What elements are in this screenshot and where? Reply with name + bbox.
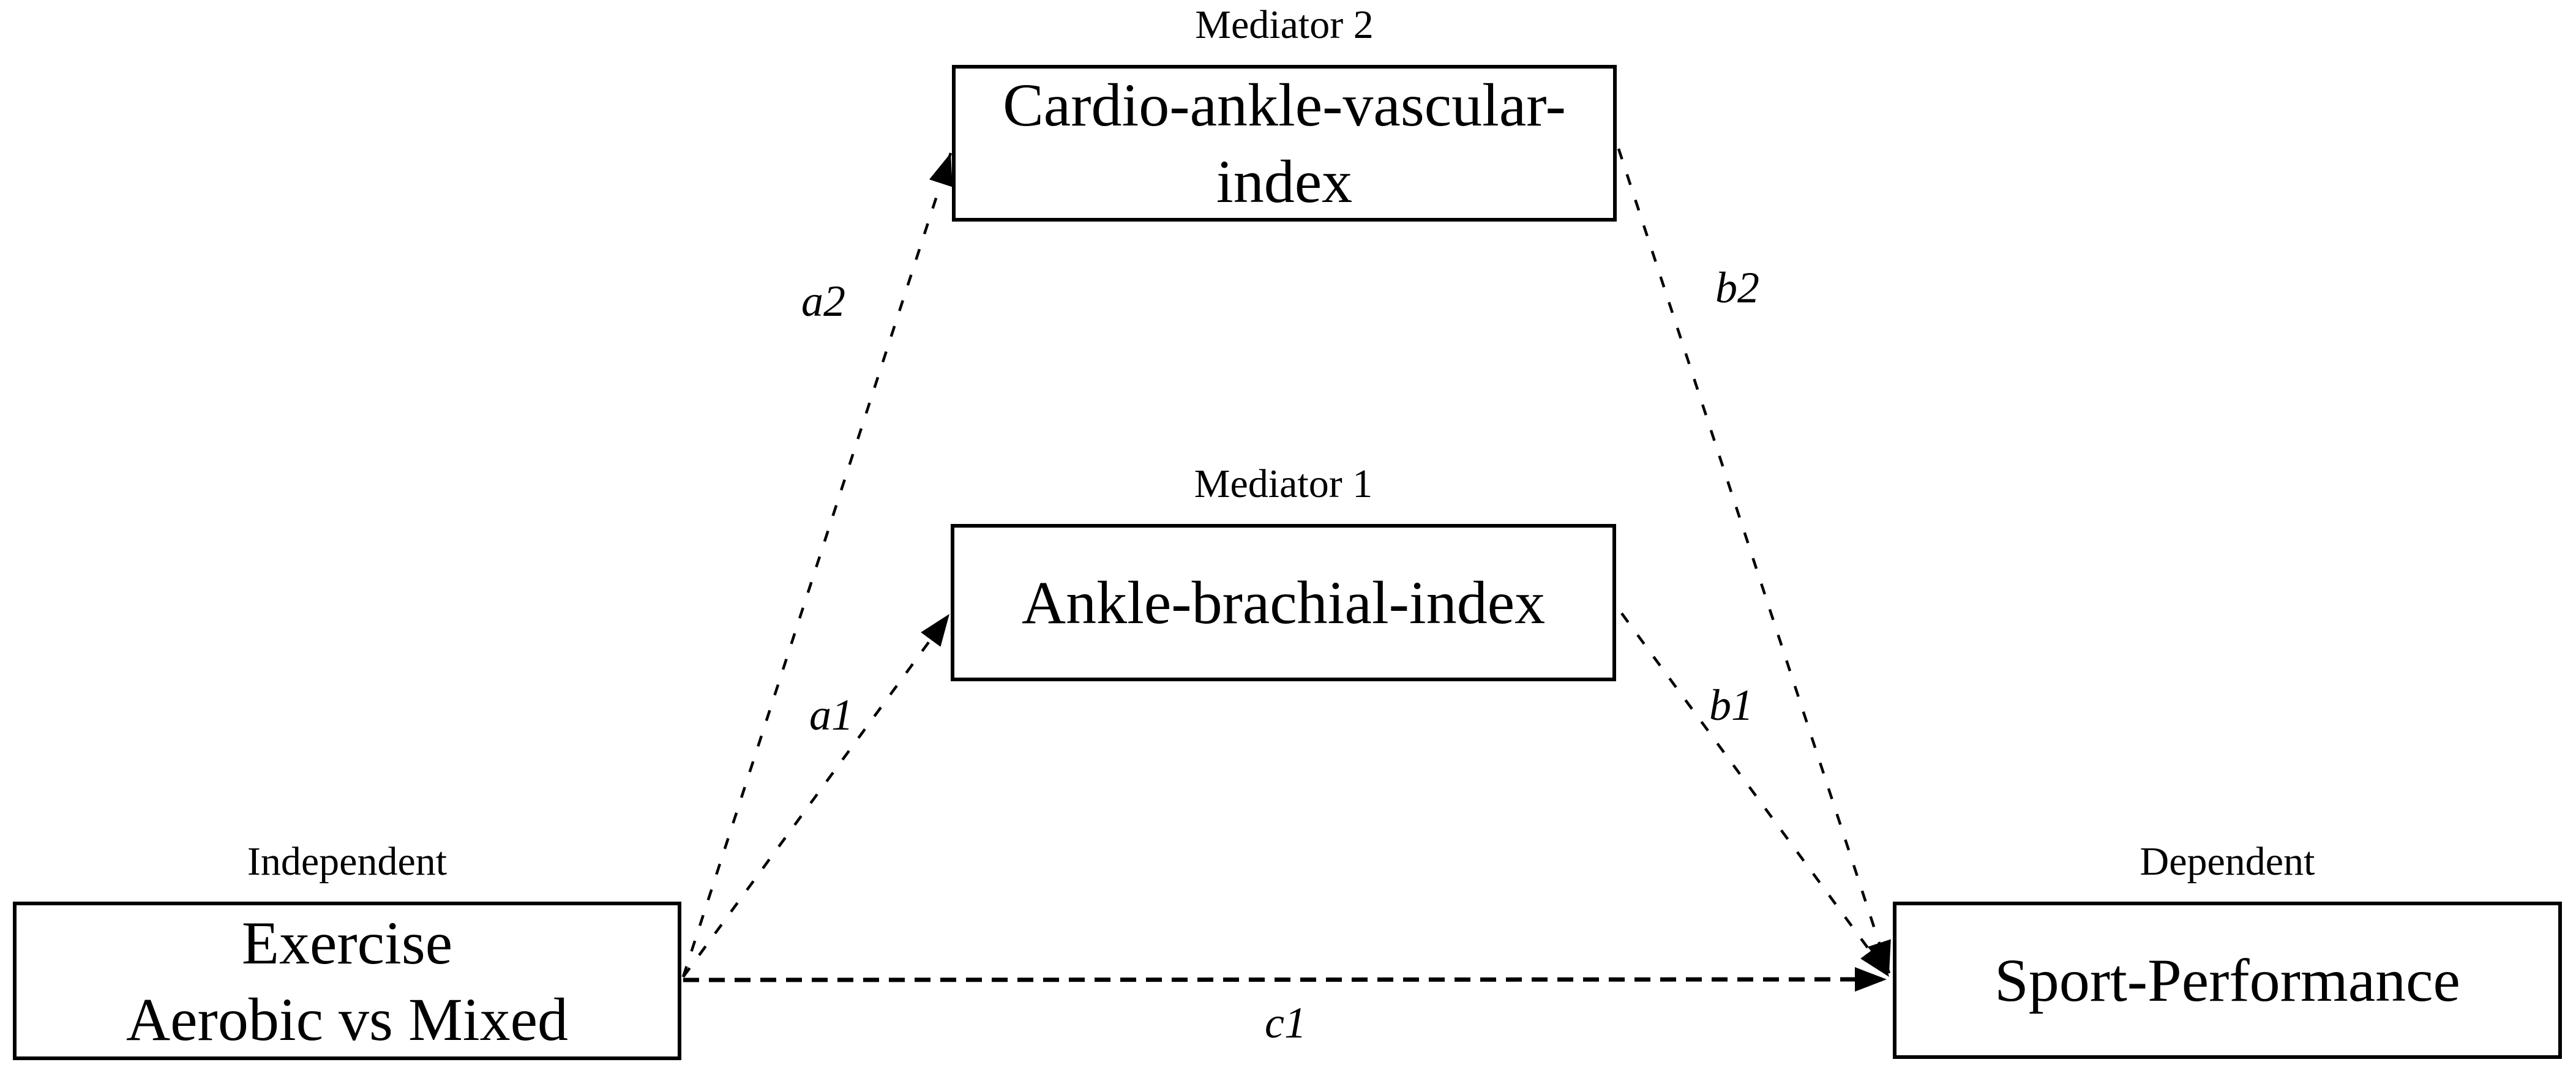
edge-c1-arrow bbox=[683, 967, 1887, 992]
role-label-mediator2: Mediator 2 bbox=[1195, 2, 1374, 47]
edge-label-c1: c1 bbox=[1265, 998, 1306, 1047]
role-label-mediator1: Mediator 1 bbox=[1194, 462, 1373, 506]
node-independent-line2: Aerobic vs Mixed bbox=[125, 985, 569, 1053]
node-mediator2-line1: Cardio-ankle-vascular- bbox=[1003, 71, 1566, 139]
role-label-dependent: Dependent bbox=[2140, 839, 2315, 884]
edge-label-b2: b2 bbox=[1715, 263, 1759, 312]
edge-b1-arrow bbox=[1620, 612, 1890, 978]
node-mediator2: Cardio-ankle-vascular- index bbox=[952, 65, 1617, 222]
edge-b2-arrow bbox=[1617, 148, 1891, 974]
node-dependent-line1: Sport-Performance bbox=[1994, 946, 2460, 1014]
node-mediator1: Ankle-brachial-index bbox=[951, 524, 1616, 681]
edge-a1-arrow bbox=[682, 613, 951, 978]
edge-label-a1: a1 bbox=[809, 690, 853, 739]
node-independent: Exercise Aerobic vs Mixed bbox=[13, 902, 681, 1060]
node-dependent: Sport-Performance bbox=[1893, 902, 2562, 1059]
node-mediator2-line2: index bbox=[1216, 148, 1353, 215]
edge-a2-arrow bbox=[681, 152, 953, 978]
role-label-independent: Independent bbox=[247, 839, 447, 884]
node-independent-line1: Exercise bbox=[241, 908, 453, 977]
edge-label-b1: b1 bbox=[1709, 681, 1753, 730]
node-mediator1-line1: Ankle-brachial-index bbox=[1021, 569, 1546, 637]
edge-label-a2: a2 bbox=[801, 277, 845, 326]
